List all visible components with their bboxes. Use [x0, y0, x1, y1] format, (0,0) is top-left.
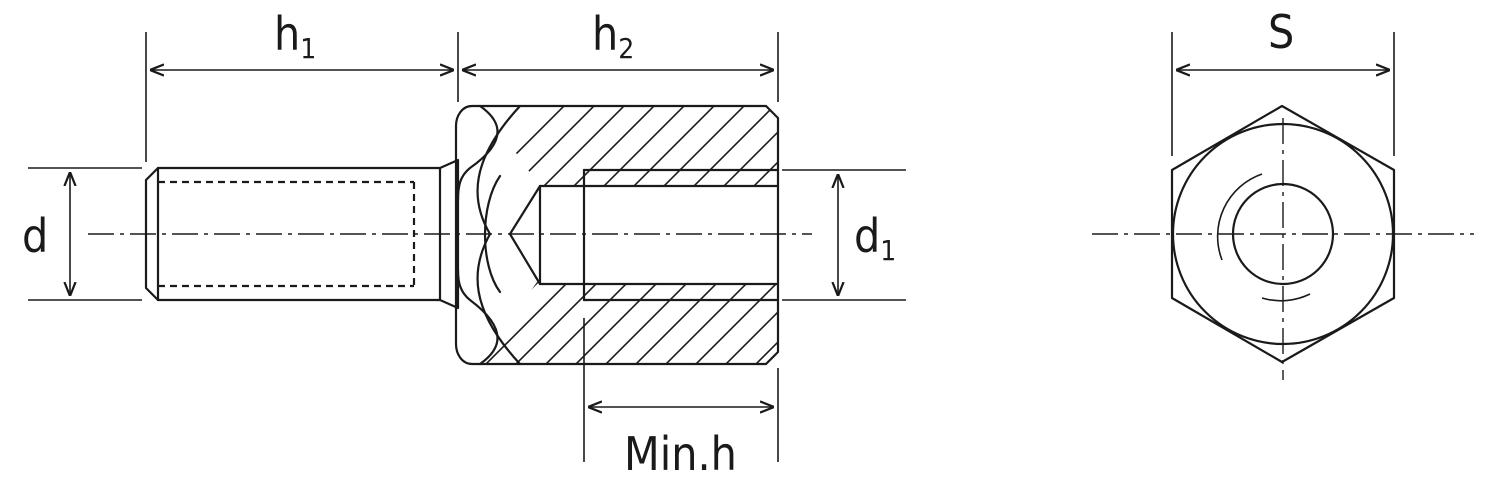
hex-face-curve-bottom	[456, 268, 499, 366]
hex-body-outline	[454, 104, 780, 366]
hex-face-arc	[476, 104, 522, 366]
thread-arc-left	[1216, 173, 1263, 261]
label-min-h: Min.h	[624, 427, 737, 481]
label-h2: h2	[592, 7, 634, 65]
label-d: d	[22, 209, 48, 263]
internal-bore	[508, 184, 780, 286]
hexagon-outline	[1170, 104, 1396, 364]
hex-face-inner-arc	[483, 174, 502, 294]
hex-face-curve-top	[456, 104, 499, 202]
label-d1: d1	[854, 209, 896, 267]
section-hatching	[480, 106, 778, 364]
label-h1: h1	[274, 7, 316, 65]
thread-arc-bottom	[1261, 293, 1311, 302]
end-view: S	[1092, 5, 1474, 380]
label-s: S	[1268, 5, 1294, 59]
side-view: h1 h2 d d1 Min.h	[22, 7, 906, 481]
